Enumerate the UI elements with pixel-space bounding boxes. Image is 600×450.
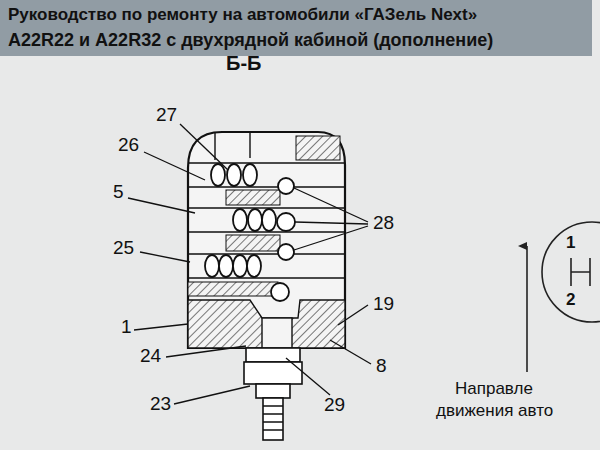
header-text: Руководство по ремонту на автомобили «ГА… — [8, 5, 477, 25]
callout-number: 25 — [113, 237, 134, 259]
callout-number: 1 — [121, 316, 132, 338]
housing-section — [296, 136, 340, 160]
gear-number: 1 — [566, 233, 575, 253]
gear-number: 2 — [566, 290, 575, 310]
leader-lines — [128, 124, 371, 404]
shift-rods — [188, 163, 345, 278]
direction-note: Направле — [455, 379, 533, 399]
callout-number: 19 — [373, 293, 394, 315]
callout-number: 23 — [150, 393, 171, 415]
springs — [205, 164, 276, 277]
shift-knob-symbol — [527, 222, 600, 372]
callout-number: 29 — [324, 394, 345, 416]
header-text: A22R22 и A22R32 с двухрядной кабиной (до… — [8, 30, 493, 51]
housing-base — [188, 300, 345, 348]
direction-note: движения авто — [436, 401, 553, 421]
callout-number: 24 — [140, 345, 161, 367]
callout-number: 5 — [113, 181, 124, 203]
lock-balls — [271, 178, 295, 301]
callout-number: 26 — [118, 134, 139, 156]
header-band — [0, 0, 592, 56]
housing — [188, 132, 345, 348]
callout-number: 28 — [373, 212, 394, 234]
switch-plug — [244, 348, 302, 440]
callout-number: 8 — [376, 355, 387, 377]
section-label: Б-Б — [226, 52, 261, 75]
callout-number: 27 — [156, 104, 177, 126]
